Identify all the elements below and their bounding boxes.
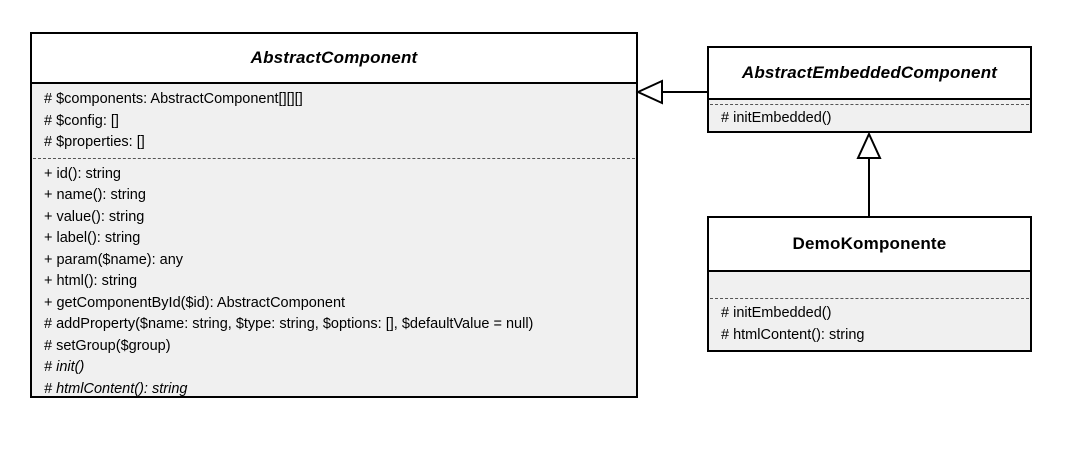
attribute-row: # $components: AbstractComponent[][][] xyxy=(44,91,303,107)
class-box-abstract-embedded-component[interactable]: AbstractEmbeddedComponent # initEmbedded… xyxy=(707,46,1032,133)
class-body-abstract-component: # $components: AbstractComponent[][][] #… xyxy=(32,84,636,397)
attributes-methods-divider xyxy=(710,298,1029,299)
attribute-row: # $config: [] xyxy=(44,112,119,129)
generalization-line-embedded-to-component xyxy=(661,91,707,93)
method-row: # htmlContent(): string xyxy=(44,380,188,397)
method-row: + label(): string xyxy=(44,230,141,246)
method-row: + id(): string xyxy=(44,165,121,182)
generalization-arrowhead-to-embedded xyxy=(856,131,882,159)
class-header-demo-komponente: DemoKomponente xyxy=(709,218,1030,272)
attributes-section-demo-komponente xyxy=(709,272,1030,298)
method-row: + html(): string xyxy=(44,273,138,289)
class-box-demo-komponente[interactable]: DemoKomponente # initEmbedded() # htmlCo… xyxy=(707,216,1032,352)
generalization-arrowhead-to-component xyxy=(635,79,663,105)
class-header-abstract-embedded-component: AbstractEmbeddedComponent xyxy=(709,48,1030,100)
class-title-abstract-embedded-component: AbstractEmbeddedComponent xyxy=(741,63,998,82)
method-row: # initEmbedded() xyxy=(721,110,832,126)
method-row: + param($name): any xyxy=(44,251,184,268)
methods-section-demo-komponente: # initEmbedded() # htmlContent(): string xyxy=(709,299,1030,350)
method-row: # init() xyxy=(44,359,85,375)
method-row: # setGroup($group) xyxy=(44,337,171,354)
class-box-abstract-component[interactable]: AbstractComponent # $components: Abstrac… xyxy=(30,32,638,398)
method-row: + name(): string xyxy=(44,187,146,203)
class-title-demo-komponente: DemoKomponente xyxy=(792,234,947,253)
methods-section-abstract-embedded-component: # initEmbedded() xyxy=(709,105,1030,134)
attributes-methods-divider xyxy=(33,157,635,159)
method-row: # htmlContent(): string xyxy=(721,326,865,343)
attributes-methods-divider xyxy=(710,104,1029,105)
class-header-abstract-component: AbstractComponent xyxy=(32,34,636,84)
method-row: # initEmbedded() xyxy=(721,305,832,321)
method-row: + getComponentById($id): AbstractCompone… xyxy=(44,294,346,311)
generalization-line-demo-to-embedded xyxy=(868,156,870,216)
attributes-section-abstract-component: # $components: AbstractComponent[][][] #… xyxy=(32,84,636,158)
method-row: # addProperty($name: string, $type: stri… xyxy=(44,316,534,332)
method-row: + value(): string xyxy=(44,208,145,225)
attribute-row: # $properties: [] xyxy=(44,134,145,150)
class-body-abstract-embedded-component: # initEmbedded() xyxy=(709,100,1030,131)
class-body-demo-komponente: # initEmbedded() # htmlContent(): string xyxy=(709,272,1030,350)
class-title-abstract-component: AbstractComponent xyxy=(250,48,418,67)
methods-section-abstract-component: + id(): string + name(): string + value(… xyxy=(32,159,636,405)
